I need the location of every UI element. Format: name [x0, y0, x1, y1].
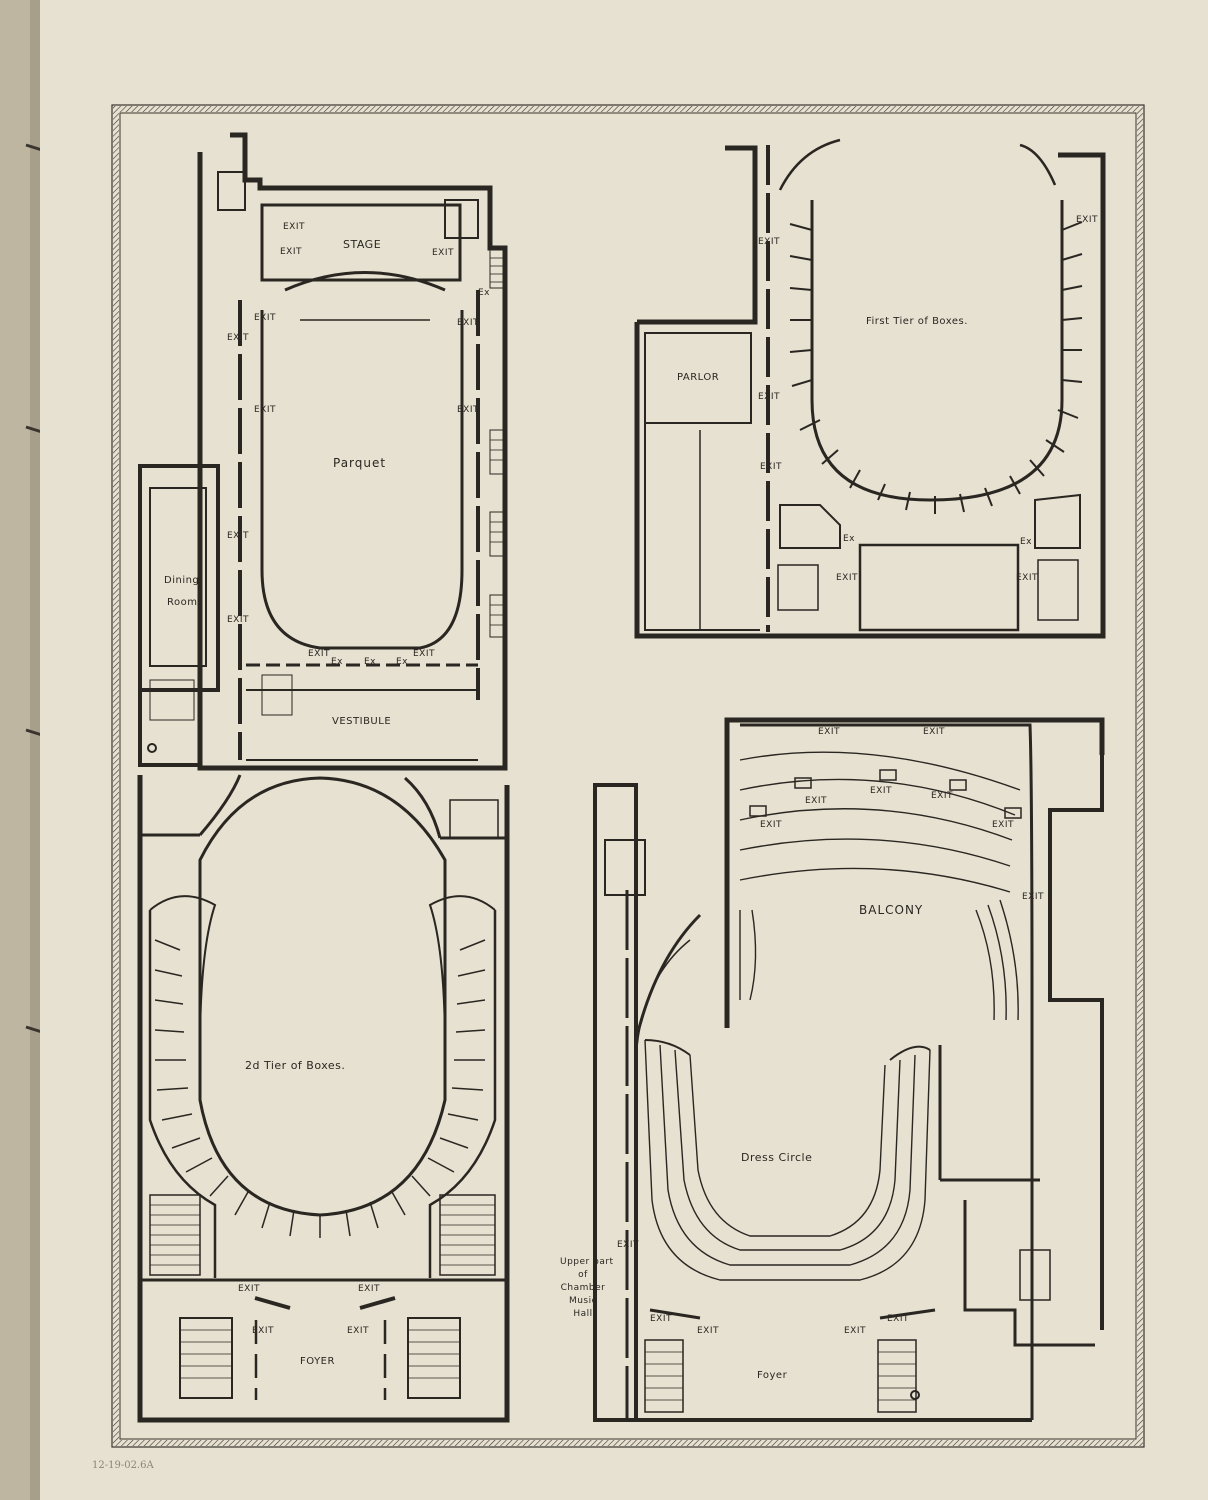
parquet-ex-label: Ex	[478, 288, 491, 298]
dress-circle-exit-label: EXIT	[617, 1240, 640, 1250]
parquet-exit-label: EXIT	[227, 333, 250, 343]
binding-stitches	[25, 143, 43, 1034]
balcony-title: BALCONY	[859, 903, 924, 917]
first-tier-exit-label: EXIT	[1016, 573, 1039, 583]
parquet-plan	[138, 132, 508, 771]
parquet-exit-label: EXIT	[457, 405, 480, 415]
balcony-exit-label: EXIT	[805, 796, 828, 806]
dining-room-label-line2: Room	[167, 597, 198, 608]
first-tier-exit-label: EXIT	[836, 573, 859, 583]
dress-circle-exit-label: EXIT	[697, 1326, 720, 1336]
page-paper	[40, 0, 1208, 1500]
note-line: of	[578, 1270, 588, 1280]
parquet-ex-label: Ex	[396, 657, 409, 667]
second-tier-title: 2d Tier of Boxes.	[245, 1059, 346, 1072]
dress-circle-foyer-label: Foyer	[757, 1370, 788, 1381]
balcony-exit-label: EXIT	[923, 727, 946, 737]
dining-room-label-line1: Dining	[164, 575, 200, 586]
parquet-exit-label: EXIT	[227, 615, 250, 625]
binding-spine	[30, 0, 40, 1500]
first-tier-exit-label: EXIT	[758, 392, 781, 402]
parquet-ex-label: Ex	[364, 657, 377, 667]
stage-label: STAGE	[343, 238, 382, 251]
first-tier-plan	[634, 138, 1106, 639]
dress-circle-exit-label: EXIT	[844, 1326, 867, 1336]
chamber-music-hall-note: Upper part of Chamber Music Hall	[560, 1256, 614, 1321]
first-tier-exit-label: EXIT	[758, 237, 781, 247]
dress-circle-exit-label: EXIT	[887, 1314, 910, 1324]
parquet-exit-label: EXIT	[432, 248, 455, 258]
dress-circle-exit-label: EXIT	[650, 1314, 673, 1324]
page-border	[111, 104, 1145, 1448]
vestibule-label: VESTIBULE	[332, 716, 392, 727]
balcony-exit-label: EXIT	[870, 786, 893, 796]
balcony-exit-label: EXIT	[760, 820, 783, 830]
note-line: Chamber	[560, 1283, 606, 1293]
note-line: Hall	[573, 1309, 593, 1319]
first-tier-title: First Tier of Boxes.	[866, 316, 968, 327]
parquet-exit-label: EXIT	[283, 222, 306, 232]
second-tier-exit-label: EXIT	[252, 1326, 275, 1336]
second-tier-plan	[137, 774, 510, 1423]
parquet-title: Parquet	[333, 456, 387, 470]
parquet-exit-label: EXIT	[308, 649, 331, 659]
second-tier-exit-label: EXIT	[347, 1326, 370, 1336]
second-tier-exit-label: EXIT	[238, 1284, 261, 1294]
margin-archive-note: 12-19-02.6A	[92, 1460, 154, 1471]
parquet-exit-label: EXIT	[413, 649, 436, 659]
note-line: Music	[568, 1296, 598, 1306]
parquet-exit-label: EXIT	[254, 313, 277, 323]
parquet-exit-label: EXIT	[457, 318, 480, 328]
parlor-label: PARLOR	[677, 372, 720, 383]
balcony-exit-label: EXIT	[818, 727, 841, 737]
dress-circle-title: Dress Circle	[741, 1151, 813, 1164]
parquet-exit-label: EXIT	[280, 247, 303, 257]
first-tier-exit-label: EXIT	[760, 462, 783, 472]
balcony-dress-circle-plan	[593, 717, 1105, 1422]
parquet-exit-label: EXIT	[227, 531, 250, 541]
second-tier-exit-label: EXIT	[358, 1284, 381, 1294]
first-tier-exit-label: EXIT	[1076, 215, 1099, 225]
balcony-exit-label: EXIT	[931, 791, 954, 801]
first-tier-ex-label: Ex	[1020, 537, 1033, 547]
note-line: Upper part	[560, 1257, 614, 1267]
balcony-exit-label: EXIT	[1022, 892, 1045, 902]
second-tier-foyer-label: FOYER	[300, 1356, 335, 1367]
first-tier-ex-label: Ex	[843, 534, 856, 544]
parquet-exit-label: EXIT	[254, 405, 277, 415]
balcony-exit-label: EXIT	[992, 820, 1015, 830]
parquet-ex-label: Ex	[331, 657, 344, 667]
